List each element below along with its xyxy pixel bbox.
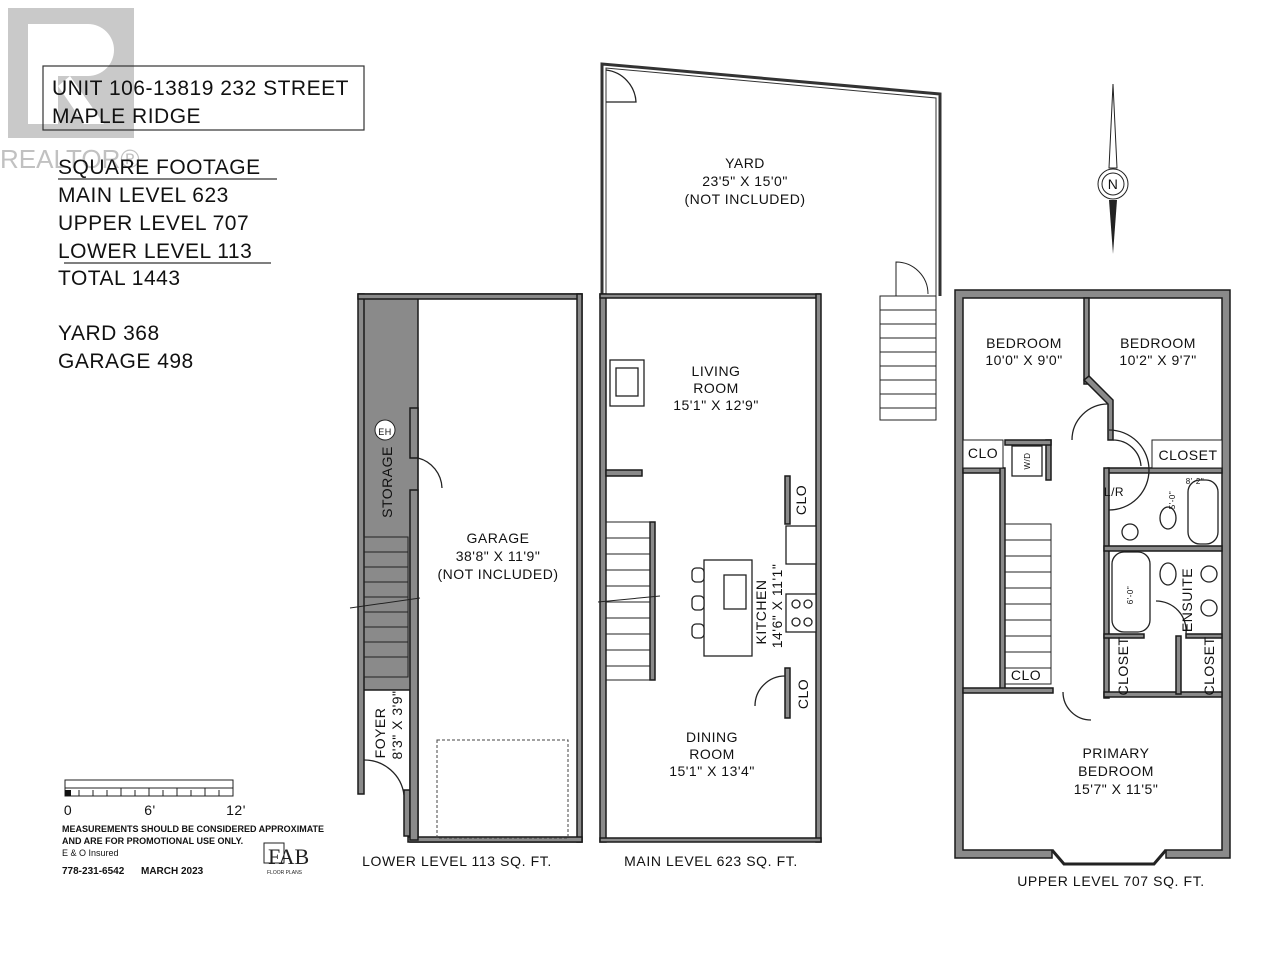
bedroom1-name: BEDROOM (986, 335, 1062, 351)
sqft-heading: SQUARE FOOTAGE (58, 156, 261, 179)
closet-a-label: CLOSET (1115, 636, 1131, 695)
closet-b-label: CLOSET (1201, 636, 1217, 695)
foyer-name: FOYER (372, 708, 388, 759)
living-name2: ROOM (693, 380, 739, 396)
disclaimer-line2: AND ARE FOR PROMOTIONAL USE ONLY. (62, 836, 243, 846)
bedroom2-name: BEDROOM (1120, 335, 1196, 351)
kitchen-dims: 14'6" X 11'1" (769, 564, 785, 649)
bedroom1-dims: 10'0" X 9'0" (985, 352, 1062, 368)
garage-note: (NOT INCLUDED) (437, 566, 558, 582)
living-dims: 15'1" X 12'9" (673, 397, 759, 413)
primary-dims: 15'7" X 11'5" (1074, 781, 1159, 797)
disclaimer-line1: MEASUREMENTS SHOULD BE CONSIDERED APPROX… (62, 824, 324, 834)
living-name: LIVING (692, 363, 741, 379)
clo-lower-label: CLO (1011, 667, 1041, 683)
yard-dims: 23'5" X 15'0" (702, 173, 788, 189)
dining-name: DINING (686, 729, 738, 745)
closet-right-label: CLOSET (1158, 447, 1217, 463)
storage-label: STORAGE (379, 446, 395, 518)
sqft-upper: UPPER LEVEL 707 (58, 212, 249, 235)
toilet-icon (1159, 506, 1177, 530)
bedroom2-dims: 10'2" X 9'7" (1119, 352, 1196, 368)
address-box (42, 65, 365, 131)
fab-logo-sub: FLOOR PLANS (267, 870, 303, 876)
main-level-plan: YARD 23'5" X 15'0" (NOT INCLUDED) (597, 62, 942, 869)
toilet-icon (1159, 562, 1177, 586)
primary-name: PRIMARY (1082, 745, 1149, 761)
scale-tick-6: 6' (144, 802, 155, 818)
date: MARCH 2023 (141, 866, 204, 877)
phone: 778-231-6542 (62, 866, 125, 877)
lower-level-caption: LOWER LEVEL 113 SQ. FT. (362, 853, 552, 869)
scale-tick-0: 0 (64, 802, 72, 818)
upper-level-caption: UPPER LEVEL 707 SQ. FT. (1017, 873, 1205, 889)
fab-logo-text: FAB (268, 844, 309, 869)
fab-logo: FAB FLOOR PLANS (263, 842, 309, 876)
upper-level-plan: W/D L/R 8'-2" 5'-0" 6'-0" ENSUITE CLOSET… (954, 289, 1231, 889)
bathtub-icon (1111, 551, 1151, 633)
garage-dims: 38'8" X 11'9" (456, 548, 541, 564)
yard-name: YARD (725, 155, 765, 171)
wd-label: W/D (1023, 452, 1032, 469)
bath-dim-depth: 5'-0" (1168, 491, 1177, 509)
primary-name2: BEDROOM (1078, 763, 1154, 779)
compass-letter: N (1108, 176, 1119, 192)
water-heater-icon (374, 419, 396, 441)
garage-name: GARAGE (467, 530, 530, 546)
clo-upper-main: CLO (793, 485, 809, 515)
sqft-lower: LOWER LEVEL 113 (58, 240, 252, 263)
foyer-dims: 8'3" X 3'9" (389, 690, 405, 759)
bath-dim-width: 8'-2" (1186, 477, 1204, 486)
yard-note: (NOT INCLUDED) (684, 191, 805, 207)
address-line1: UNIT 106-13819 232 STREET (52, 77, 349, 100)
clo-lower-main: CLO (795, 679, 811, 709)
main-level-caption: MAIN LEVEL 623 SQ. FT. (624, 853, 798, 869)
scale-tick-12: 12' (226, 802, 246, 818)
bathtub-icon (1187, 479, 1219, 545)
sqft-total: TOTAL 1443 (58, 267, 181, 290)
eh-label: EH (378, 427, 392, 437)
range-icon (785, 593, 817, 633)
dining-dims: 15'1" X 13'4" (669, 763, 755, 779)
dining-name2: ROOM (689, 746, 735, 762)
tub-dim: 6'-0" (1126, 586, 1135, 604)
address-line2: MAPLE RIDGE (52, 105, 201, 128)
sqft-garage: GARAGE 498 (58, 350, 194, 373)
scale-bar: 0 6' 12' (64, 779, 246, 818)
kitchen-name: KITCHEN (753, 580, 769, 645)
realtor-text: REALTOR® (0, 144, 140, 174)
ensuite-label: ENSUITE (1179, 568, 1195, 632)
disclaimer-line3: E & O Insured (62, 848, 119, 858)
fridge-icon (785, 525, 817, 565)
clo-left-label: CLO (968, 445, 998, 461)
sqft-yard: YARD 368 (58, 322, 160, 345)
sink-icon (723, 574, 747, 610)
lower-level-plan: EH STORAGE GARAGE 38'8" X 11'9" (NOT INC… (349, 293, 583, 869)
lr-label: L/R (1104, 485, 1124, 499)
north-compass-icon: N (1097, 83, 1129, 254)
sqft-main: MAIN LEVEL 623 (58, 184, 229, 207)
